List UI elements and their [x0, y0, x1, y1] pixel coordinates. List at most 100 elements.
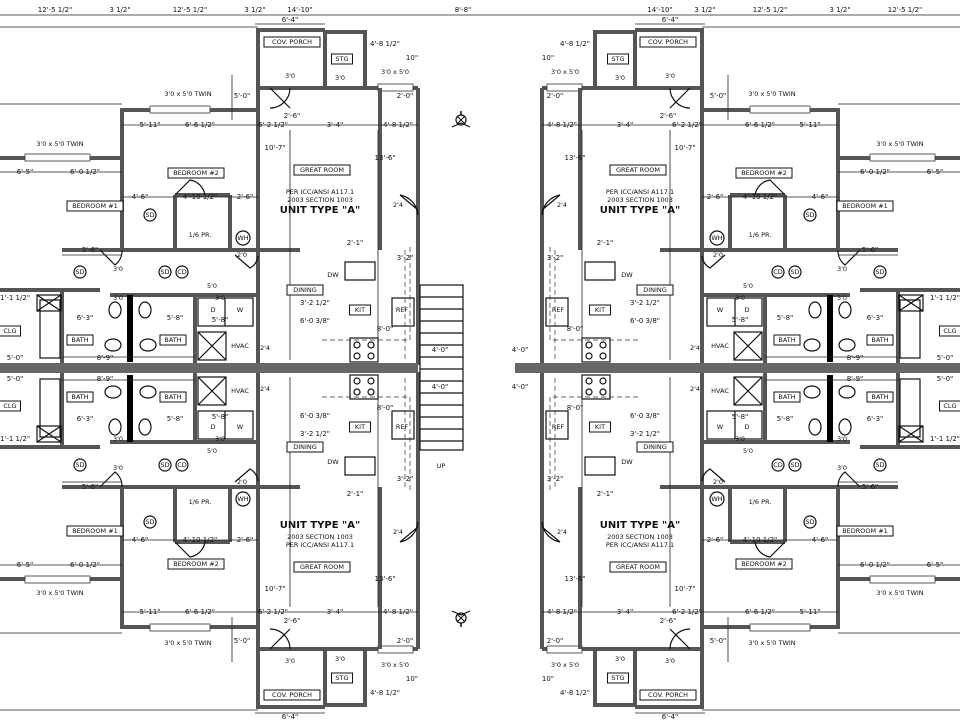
- dimension-top-left: 6'-4": [282, 16, 299, 24]
- room-label-closet: CLG: [3, 402, 16, 410]
- dimension-top-right: 5'-8": [732, 316, 749, 324]
- dimension-bottom-left: 10": [406, 675, 418, 683]
- dimension-top-left: 5'-6": [82, 246, 99, 254]
- dimension-bottom-right: 5'-8": [732, 413, 749, 421]
- room-label-dishwasher: DW: [327, 271, 339, 279]
- room-label-bedroom-1-box: [836, 200, 894, 212]
- room-label-porch-box: [263, 36, 321, 48]
- dimension-bottom-left: 3'-2 1/2": [300, 430, 330, 438]
- door-tag: 3'0: [113, 464, 123, 472]
- room-label-porch: COV. PORCH: [272, 38, 312, 46]
- dimension-top-left: 4'-6": [132, 193, 149, 201]
- room-label-bath-1: BATH: [71, 393, 88, 401]
- room-label-kitchen-box: [589, 304, 611, 316]
- room-label-dining: DINING: [643, 443, 667, 451]
- room-label-bedroom-1: BEDROOM #1: [72, 527, 118, 535]
- door-tag: 2'4: [393, 528, 403, 536]
- dimension-bottom-right: 3'-2 1/2": [630, 430, 660, 438]
- door-tag: 3'0: [215, 294, 225, 302]
- dimension-top-left: 2'-1": [347, 239, 364, 247]
- room-label-storage: STG: [335, 55, 348, 63]
- dimension-top-right: 5'-8": [777, 314, 794, 322]
- door-tag: 5'0: [743, 282, 753, 290]
- dimension-bottom-right: 8'-9": [847, 375, 864, 383]
- smoke-detector-icon: SD: [805, 518, 814, 526]
- dimension-bottom-right: 6'-6 1/2": [745, 608, 775, 616]
- room-label-water-heater: WH: [711, 234, 722, 242]
- dimension-bottom-left: 5'-0": [234, 637, 251, 645]
- door-tag: 3'0: [615, 655, 625, 663]
- door-tag: 3'0: [837, 464, 847, 472]
- room-label-bedroom-1-box: [66, 525, 124, 537]
- room-label-bedroom-1: BEDROOM #1: [842, 202, 888, 210]
- dimension-top-right: 2'-6": [707, 193, 724, 201]
- dimension-bottom-left: 6'-2 1/2": [258, 608, 288, 616]
- window-tag: 3'0 x 5'0 TWIN: [748, 90, 795, 98]
- dimension-bottom-right: 6'-4": [662, 713, 679, 720]
- dimension-bottom-left: 2'-0": [397, 637, 414, 645]
- window-tag: 3'0 x 5'0 TWIN: [164, 90, 211, 98]
- dimension-top-right: 2'-1": [597, 239, 614, 247]
- window-tag: 3'0 x 5'0 TWIN: [876, 140, 923, 148]
- room-label-dining-box: [286, 284, 324, 296]
- room-label-bath-2-box: [773, 334, 801, 346]
- co-detector-icon: CD: [773, 268, 783, 276]
- room-label-bath-1: BATH: [71, 336, 88, 344]
- dimension-top-left: 3'-4": [327, 121, 344, 129]
- overall-dimension: 12'-5 1/2": [753, 6, 788, 14]
- dimension-top-left: 5'-8": [167, 314, 184, 322]
- door-tag: 2'0: [237, 478, 247, 486]
- room-label-bedroom-2: BEDROOM #2: [741, 560, 787, 568]
- window-tag: 3'0 x 5'0: [381, 661, 409, 669]
- co-detector-icon: CD: [773, 461, 783, 469]
- room-label-storage: STG: [611, 674, 624, 682]
- unit-type-title: UNIT TYPE "A": [600, 205, 680, 216]
- dimension-top-left: 4'-0": [432, 346, 449, 354]
- dimension-bottom-right: 6'-5": [927, 561, 944, 569]
- dimension-top-right: 8'-9": [847, 354, 864, 362]
- room-label-bath-1-box: [66, 391, 94, 403]
- dimension-bottom-right: 5'-11": [799, 608, 820, 616]
- dimension-top-right: 5'-0": [710, 92, 727, 100]
- room-label-bedroom-2-box: [167, 167, 225, 179]
- dimension-top-left: 2'-6": [237, 193, 254, 201]
- room-label-porch: COV. PORCH: [272, 691, 312, 699]
- code-reference: PER ICC/ANSI A117.1: [606, 541, 674, 549]
- dimension-top-right: 6'-0 1/2": [860, 168, 890, 176]
- door-tag: 3'0: [285, 657, 295, 665]
- door-tag: 2'4: [393, 201, 403, 209]
- room-label-washer: W: [717, 306, 724, 314]
- overall-dimension: 3 1/2": [829, 6, 850, 14]
- dimension-bottom-left: 5'-8": [167, 415, 184, 423]
- room-label-porch-box: [639, 36, 697, 48]
- dimension-bottom-right: 13'-6": [564, 575, 585, 583]
- room-label-bath-2-box: [159, 391, 187, 403]
- dimension-bottom-right: 6'-0 3/8": [630, 412, 660, 420]
- door-tag: 3'0: [335, 74, 345, 82]
- door-tag: 2'4: [557, 528, 567, 536]
- dimension-bottom-left: 4'-0": [432, 383, 449, 391]
- room-label-dryer: D: [210, 306, 215, 314]
- door-tag: 5'0: [207, 447, 217, 455]
- dimension-top-left: 4'-8 1/2": [383, 121, 413, 129]
- dimension-top-left: 4'-10 1/2": [183, 193, 218, 201]
- room-label-great-room-box: [293, 561, 351, 573]
- room-label-closet-box: [939, 400, 960, 412]
- door-tag: 2'4: [260, 344, 270, 352]
- co-detector-icon: CD: [177, 461, 187, 469]
- door-tag: 3'0: [837, 265, 847, 273]
- dimension-bottom-left: 2'-6": [237, 536, 254, 544]
- dimension-bottom-left: 4'-8 1/2": [383, 608, 413, 616]
- room-label-dining-box: [636, 441, 674, 453]
- room-label-bath-1: BATH: [871, 393, 888, 401]
- code-section: 2003 SECTION 1003: [607, 196, 673, 204]
- overall-dimension: 3 1/2": [694, 6, 715, 14]
- north-arrow-icon: [451, 111, 471, 128]
- door-tag: 3'0: [735, 294, 745, 302]
- dimension-bottom-left: 6'-0 3/8": [300, 412, 330, 420]
- smoke-detector-icon: SD: [145, 211, 154, 219]
- co-detector-icon: CD: [177, 268, 187, 276]
- room-label-bedroom-1: BEDROOM #1: [842, 527, 888, 535]
- dimension-bottom-right: 2'-6": [707, 536, 724, 544]
- overall-dimension: 8'-8": [455, 6, 472, 14]
